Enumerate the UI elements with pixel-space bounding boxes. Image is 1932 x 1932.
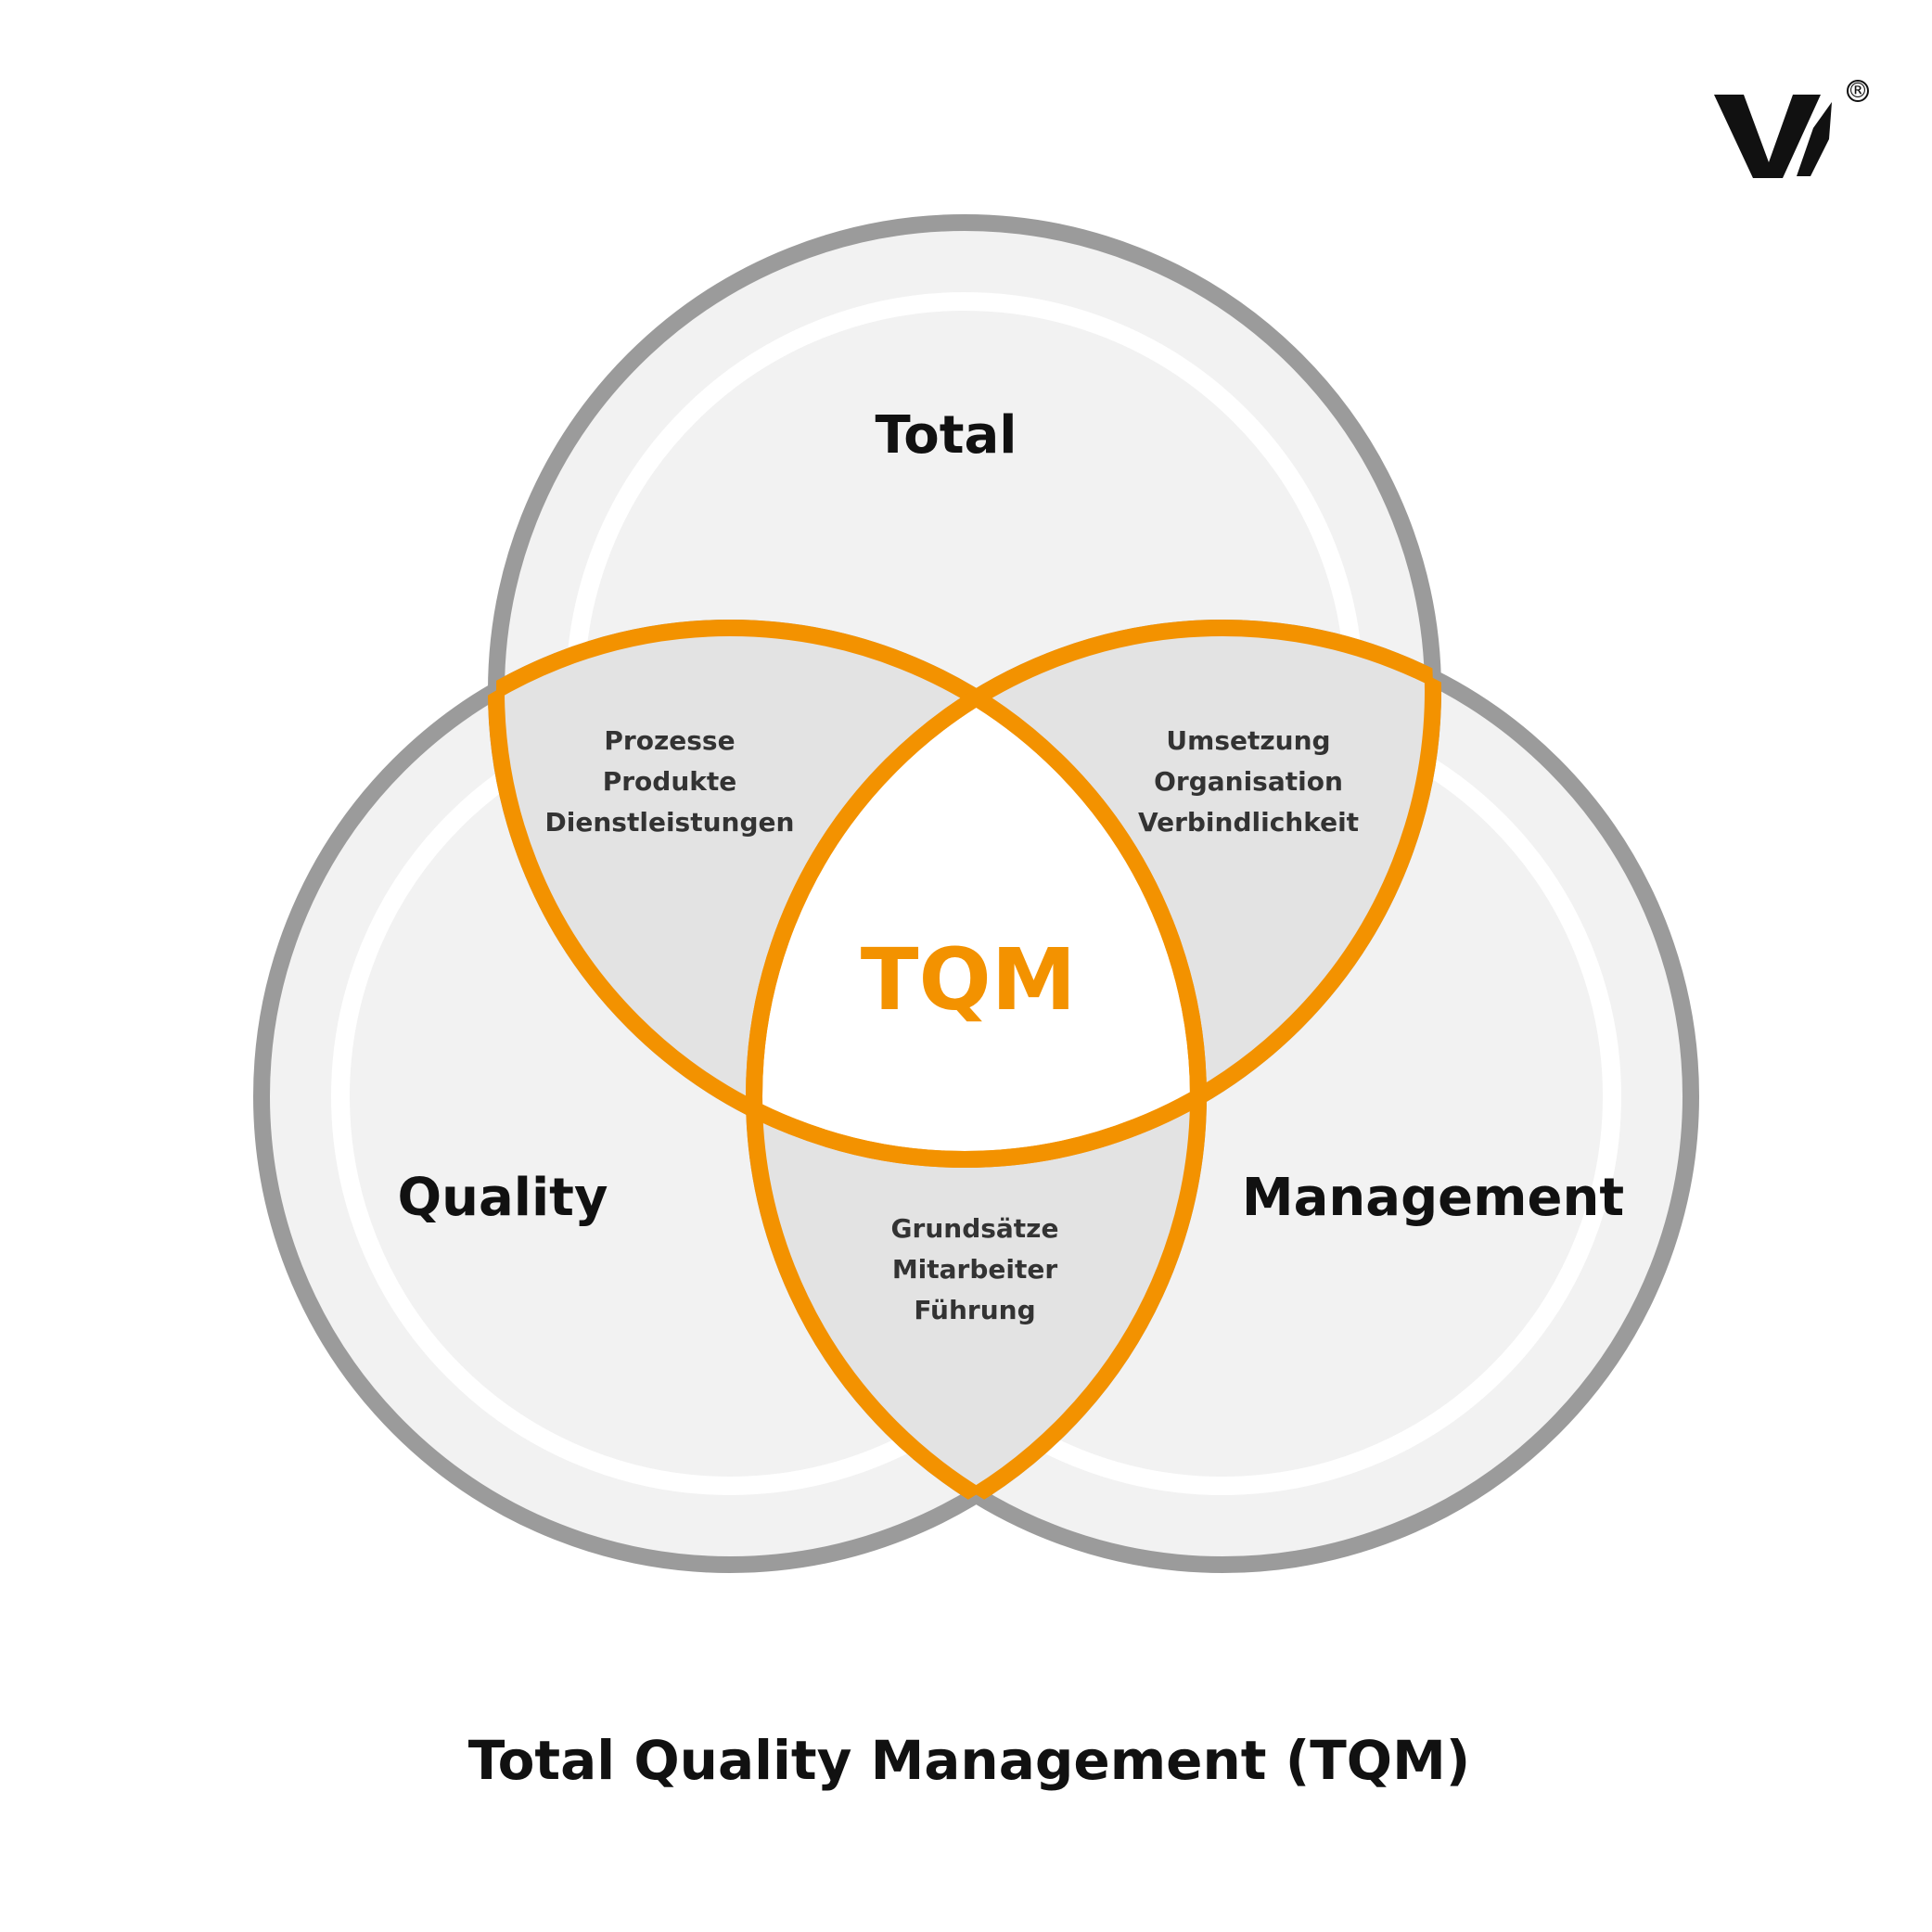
circle-right-label: Management xyxy=(1242,1168,1624,1228)
overlap-bottom-line-3: Führung xyxy=(914,1295,1035,1325)
overlap-bottom-line-2: Mitarbeiter xyxy=(892,1254,1058,1285)
overlap-top-right-line-3: Verbindlichkeit xyxy=(1138,807,1359,838)
overlap-top-right-line-2: Organisation xyxy=(1154,766,1343,797)
overlap-top-left-line-3: Dienstleistungen xyxy=(545,807,795,838)
registered-mark-icon xyxy=(1847,80,1869,102)
w-logo-icon xyxy=(1714,95,1832,178)
registered-mark: ® xyxy=(1848,80,1868,103)
orange-outline-right-in-left xyxy=(746,628,1198,1565)
overlap-top-right-line-1: Umsetzung xyxy=(1166,725,1330,756)
circle-top-label: Total xyxy=(876,405,1017,466)
center-region-fill xyxy=(754,628,1198,1159)
diagram-title: Total Quality Management (TQM) xyxy=(468,1729,1471,1792)
overlap-top-left-line-1: Prozesse xyxy=(604,725,735,756)
center-label: TQM xyxy=(861,930,1077,1030)
overlap-bottom-line-1: Grundsätze xyxy=(891,1213,1059,1244)
orange-outline-top-in-right xyxy=(754,628,1441,1168)
circle-left-label: Quality xyxy=(398,1168,608,1228)
orange-outline-left-in-right xyxy=(754,628,1207,1565)
overlap-top-left-line-2: Produkte xyxy=(603,766,737,797)
